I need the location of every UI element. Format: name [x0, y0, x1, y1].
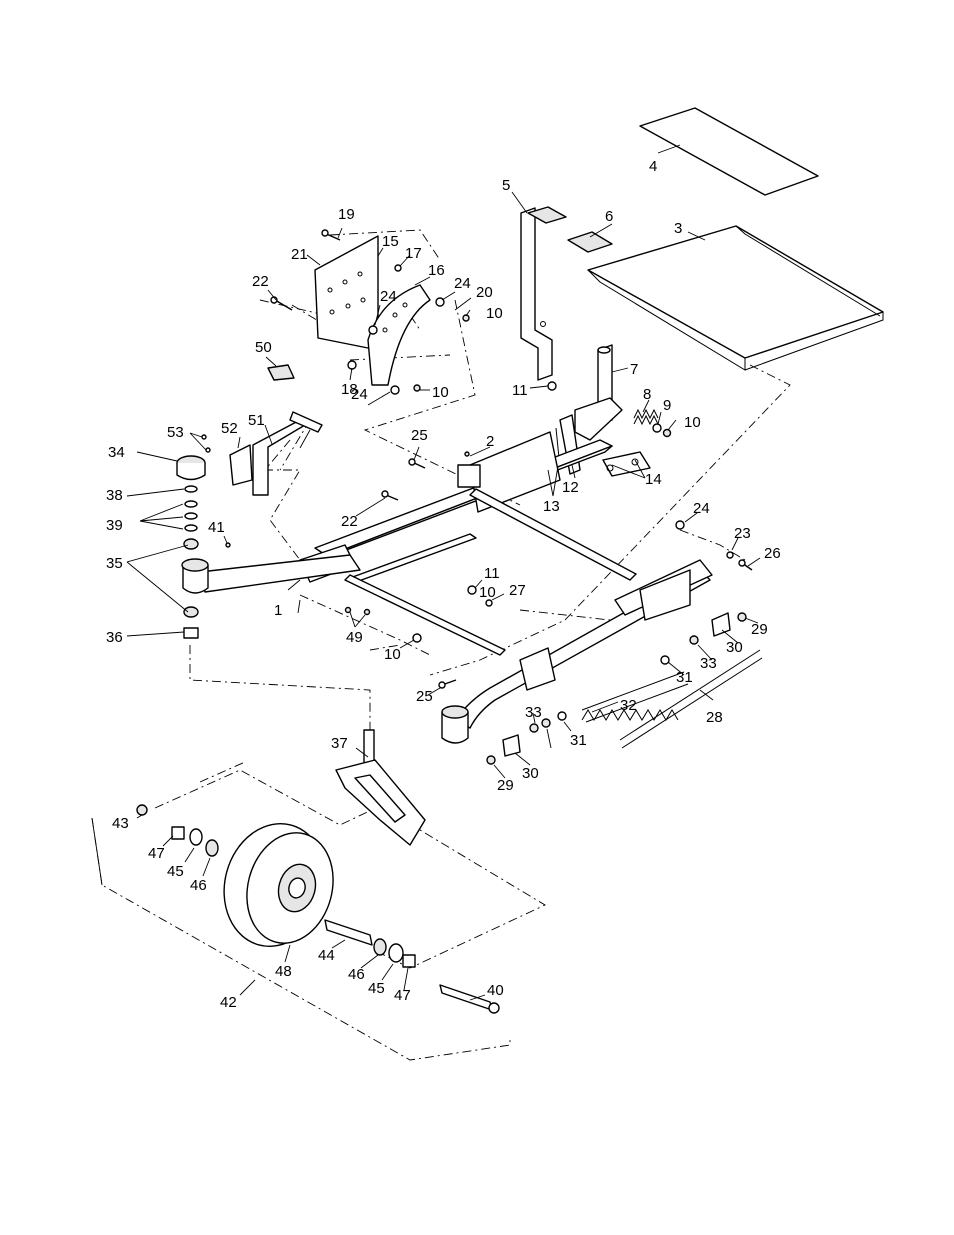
callout-label: 29 [751, 621, 768, 638]
callout-label: 32 [620, 697, 637, 714]
callout-label: 45 [368, 980, 385, 997]
callout-label: 33 [700, 655, 717, 672]
callout-label: 4 [649, 158, 657, 175]
callout-label: 25 [411, 427, 428, 444]
callout-label: 10 [432, 384, 449, 401]
callout-label: 24 [351, 386, 368, 403]
callout-label: 33 [525, 704, 542, 721]
callout-label: 10 [684, 414, 701, 431]
callout-label: 39 [106, 517, 123, 534]
callout-label: 10 [479, 584, 496, 601]
callout-label: 44 [318, 947, 335, 964]
callout-label: 38 [106, 487, 123, 504]
callout-label: 48 [275, 963, 292, 980]
callout-label: 13 [543, 498, 560, 515]
callout-label: 20 [476, 284, 493, 301]
lever-bracket [230, 365, 322, 495]
callout-label: 24 [454, 275, 471, 292]
leader-42 [92, 818, 102, 885]
callout-label: 37 [331, 735, 348, 752]
callout-label: 43 [112, 815, 129, 832]
callout-label: 42 [220, 994, 237, 1011]
callout-label: 24 [693, 500, 710, 517]
callout-label: 29 [497, 777, 514, 794]
callout-label: 11 [512, 382, 528, 399]
callout-label: 9 [663, 397, 671, 414]
callout-label: 17 [405, 245, 422, 262]
callout-label: 31 [676, 669, 693, 686]
callout-label: 2 [486, 433, 494, 450]
callout-label: 10 [384, 646, 401, 663]
callout-label: 28 [706, 709, 723, 726]
spring-8 [634, 410, 658, 424]
callout-label: 5 [502, 177, 510, 194]
callout-label: 30 [522, 765, 539, 782]
callout-label: 23 [734, 525, 751, 542]
caster-arm [182, 555, 360, 593]
callout-label: 31 [570, 732, 587, 749]
callout-label: 24 [380, 288, 397, 305]
caster-fork [336, 730, 425, 845]
callout-label: 49 [346, 629, 363, 646]
callout-label: 7 [630, 361, 638, 378]
callout-label: 30 [726, 639, 743, 656]
callout-label: 22 [341, 513, 358, 530]
callout-label: 35 [106, 555, 123, 572]
callout-label: 25 [416, 688, 433, 705]
callout-label: 46 [190, 877, 207, 894]
nut-10 [664, 430, 671, 437]
callout-label: 6 [605, 208, 613, 225]
callout-label: 47 [394, 987, 411, 1004]
callout-label: 11 [484, 565, 500, 582]
callout-label: 22 [252, 273, 269, 290]
callout-label: 21 [291, 246, 308, 263]
callout-label: 10 [486, 305, 503, 322]
callout-label: 51 [248, 412, 265, 429]
callout-label: 53 [167, 424, 184, 441]
caster-wheel [211, 812, 372, 958]
callout-label: 47 [148, 845, 165, 862]
floor-pan [588, 226, 883, 370]
pivot-bracket [575, 345, 622, 440]
callout-label: 26 [764, 545, 781, 562]
callout-label: 41 [208, 519, 225, 536]
callout-label: 40 [487, 982, 504, 999]
washer-9 [653, 424, 661, 432]
callout-label: 8 [643, 386, 651, 403]
callout-label: 16 [428, 262, 445, 279]
callout-label: 45 [167, 863, 184, 880]
assembly-lines [92, 230, 790, 1060]
callout-label: 1 [274, 602, 282, 619]
callout-label: 14 [645, 471, 662, 488]
callout-label: 19 [338, 206, 355, 223]
callout-label: 36 [106, 629, 123, 646]
callout-label: 46 [348, 966, 365, 983]
callout-label: 15 [382, 233, 399, 250]
callout-label: 52 [221, 420, 238, 437]
decal [640, 108, 818, 195]
callout-label: 27 [509, 582, 526, 599]
callout-label: 3 [674, 220, 682, 237]
callout-label: 34 [108, 444, 125, 461]
callout-label: 50 [255, 339, 272, 356]
callout-label: 12 [562, 479, 579, 496]
